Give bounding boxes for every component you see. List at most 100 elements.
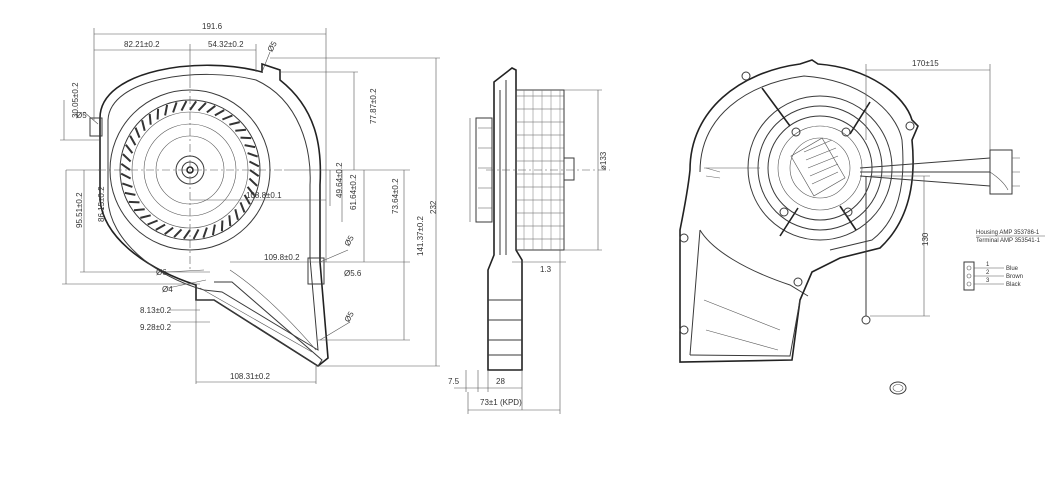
connector-detail: Housing AMP 353786-1 Terminal AMP 353541…: [963, 230, 1045, 291]
impeller-blade: [129, 135, 137, 146]
impeller-blade: [180, 100, 188, 112]
rear-housing-outline: [679, 59, 919, 363]
impeller-blade: [134, 127, 141, 138]
impeller-blade: [248, 160, 260, 168]
motor-fins: [516, 90, 564, 250]
dim-outlet-9: 9.28±0.2: [140, 323, 172, 332]
pin-2-label: 2: [986, 270, 990, 276]
cable-connector: [989, 149, 1013, 195]
impeller-blade: [182, 229, 191, 240]
dim-inner-horizontal: 108.8±0.1: [246, 191, 282, 200]
impeller-blade: [120, 162, 131, 171]
impeller-blade: [164, 104, 169, 116]
rear-view: 170±15 130 Housing AMP 353786-1 Terminal…: [679, 59, 1045, 395]
impeller-blade: [211, 224, 216, 236]
impeller-blade: [156, 108, 160, 120]
impeller-blade: [239, 202, 246, 213]
impeller-blade: [197, 102, 207, 112]
impeller-blade: [220, 220, 224, 232]
wire-brown-label: Brown: [1006, 274, 1023, 280]
impeller-blade: [206, 105, 216, 114]
impeller-blade: [222, 114, 233, 121]
impeller-blade: [228, 215, 232, 227]
rear-cable: [859, 157, 991, 187]
pin-3-label: 3: [986, 278, 990, 284]
side-shaft: [563, 157, 575, 181]
impeller-blade: [246, 186, 255, 196]
dim-hole-bottom-right: Ø5: [343, 310, 356, 324]
front-view: 191.6 82.21±0.2 54.32±0.2 Ø5 30.05±0.2 Ø…: [60, 22, 440, 384]
housing-part-label: Housing AMP 353786-1: [976, 230, 1040, 236]
impeller-blade: [128, 200, 140, 204]
impeller-blade: [229, 121, 240, 126]
impeller-blade: [133, 208, 145, 212]
dim-141: 141.37±0.2: [416, 215, 425, 256]
dim-hole-d56: Ø5.6: [344, 269, 362, 278]
dim-gap: 1.3: [540, 265, 552, 274]
dim-hole-left-upper: Ø5: [76, 111, 87, 120]
dim-overall-width: 191.6: [202, 22, 223, 31]
dim-hole-d5-right: Ø5: [343, 234, 356, 248]
impeller-blade: [125, 144, 134, 154]
impeller-blade: [248, 177, 258, 187]
front-outlet-duct: [196, 281, 323, 367]
motor-label-block: [790, 137, 846, 197]
dim-73: 73.64±0.2: [391, 178, 400, 214]
dim-bottom-width: 108.31±0.2: [230, 372, 271, 381]
impeller-blade: [155, 223, 166, 231]
impeller-blade: [122, 153, 132, 163]
impeller-blade: [164, 226, 174, 235]
impeller-blade: [247, 152, 259, 158]
dim-61: 61.64±0.2: [349, 174, 358, 210]
dim-flange: 7.5: [448, 377, 460, 386]
front-housing-inner: [107, 73, 319, 351]
impeller-blade: [147, 219, 158, 226]
side-view: ø133 1.3 7.5 28 73±1 (KPD): [448, 67, 610, 414]
dim-right-upper-vertical: 77.87±0.2: [369, 88, 378, 124]
dim-49: 49.64±0.2: [335, 162, 344, 198]
impeller-blade: [120, 172, 132, 180]
dim-top-left-vertical: 30.05±0.2: [71, 82, 80, 118]
left-mount-tab: [89, 117, 103, 137]
front-housing-outline: [99, 62, 329, 367]
wire-black-label: Black: [1006, 282, 1022, 288]
dim-hole-d4: Ø4: [162, 285, 173, 294]
certification-mark-icon: [889, 381, 907, 395]
impeller-blade: [192, 228, 200, 240]
impeller-blade: [189, 100, 198, 111]
impeller-blade: [234, 209, 239, 220]
impeller-blade: [121, 182, 133, 188]
impeller-blade: [172, 101, 178, 113]
dim-motor-diameter: ø133: [599, 151, 608, 170]
dim-hole-d6: Ø6: [156, 268, 167, 277]
impeller-blade: [148, 113, 152, 125]
terminal-part-label: Terminal AMP 353541-1: [976, 238, 1041, 244]
impeller-blade: [240, 136, 252, 140]
impeller-blade: [214, 109, 225, 117]
impeller-blades: [120, 100, 260, 240]
dim-outlet-depth: 28: [496, 377, 505, 386]
impeller-blade: [202, 227, 208, 239]
side-housing-back: [487, 67, 523, 371]
dim-outlet-8: 8.13±0.2: [140, 306, 172, 315]
dim-left-inner-vertical: 86.15±0.2: [97, 186, 106, 222]
wire-blue-label: Blue: [1006, 266, 1019, 272]
impeller-blade: [173, 228, 183, 238]
impeller-blade: [249, 169, 260, 178]
dim-lead-length: 130: [921, 232, 930, 246]
pin-1-label: 1: [986, 262, 990, 268]
dim-offset-center: 54.32±0.2: [208, 40, 244, 49]
dim-offset-left: 82.21±0.2: [124, 40, 160, 49]
impeller-blade: [243, 194, 251, 205]
dim-overall-height: 232: [429, 200, 438, 214]
dim-total-depth: 73±1 (KPD): [480, 398, 522, 407]
dim-hole-top: Ø5: [266, 39, 279, 53]
right-mount-tab: [307, 257, 325, 285]
impeller-blade: [235, 128, 247, 132]
impeller-blade: [244, 144, 256, 149]
dim-cable-length: 170±15: [912, 59, 939, 68]
impeller-blade: [124, 191, 136, 196]
dim-left-outer-vertical: 95.51±0.2: [75, 192, 84, 228]
impeller-blade: [141, 120, 146, 131]
